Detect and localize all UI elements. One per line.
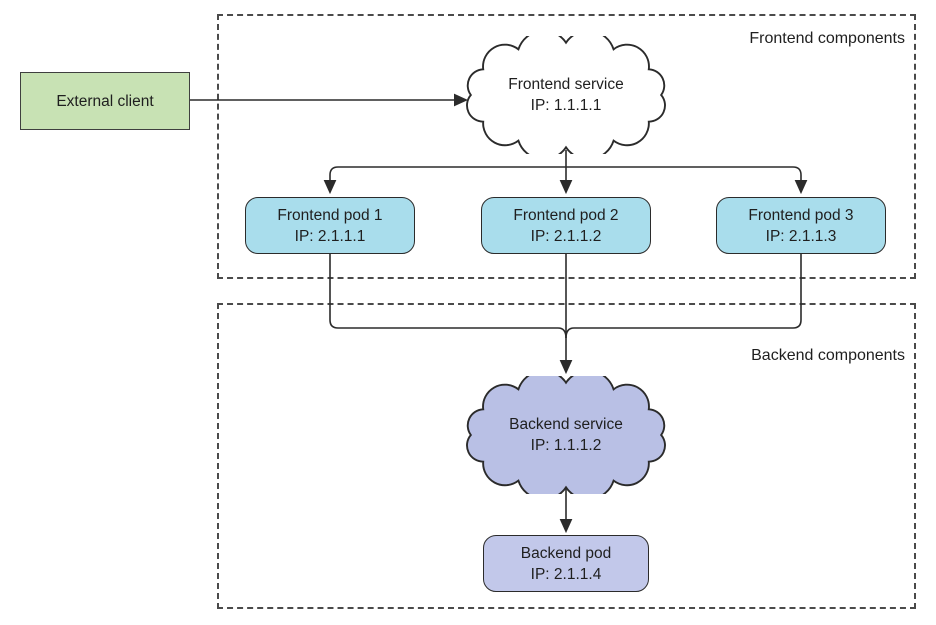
frontend-service-label: Frontend service IP: 1.1.1.1 [466,36,666,154]
frontend-pod-1-name: Frontend pod 1 [277,206,383,224]
backend-pod-ip: IP: 2.1.1.4 [530,565,602,583]
frontend-service-node: Frontend service IP: 1.1.1.1 [466,36,666,154]
external-client-node: External client [20,72,190,130]
cloud-icon [466,376,666,494]
backend-service-name: Backend service [509,416,623,433]
frontend-pod-3-ip: IP: 2.1.1.3 [765,227,837,245]
frontend-group-label: Frontend components [749,30,905,47]
backend-service-node: Backend service IP: 1.1.1.2 [466,376,666,494]
backend-pod-node: Backend pod IP: 2.1.1.4 [483,535,649,592]
backend-pod-name: Backend pod [520,544,612,562]
frontend-pod-2-name: Frontend pod 2 [513,206,619,224]
frontend-pod-1-node: Frontend pod 1 IP: 2.1.1.1 [245,197,415,254]
backend-group-label: Backend components [751,347,905,364]
backend-service-label: Backend service IP: 1.1.1.2 [466,376,666,494]
cloud-icon [466,36,666,154]
frontend-service-name: Frontend service [508,76,624,93]
frontend-pod-2-node: Frontend pod 2 IP: 2.1.1.2 [481,197,651,254]
external-client-label: External client [56,92,154,110]
frontend-pod-3-name: Frontend pod 3 [748,206,854,224]
frontend-pod-3-node: Frontend pod 3 IP: 2.1.1.3 [716,197,886,254]
frontend-pod-2-ip: IP: 2.1.1.2 [530,227,602,245]
frontend-pod-1-ip: IP: 2.1.1.1 [294,227,366,245]
backend-service-ip: IP: 1.1.1.2 [530,437,602,454]
frontend-service-ip: IP: 1.1.1.1 [530,97,602,114]
